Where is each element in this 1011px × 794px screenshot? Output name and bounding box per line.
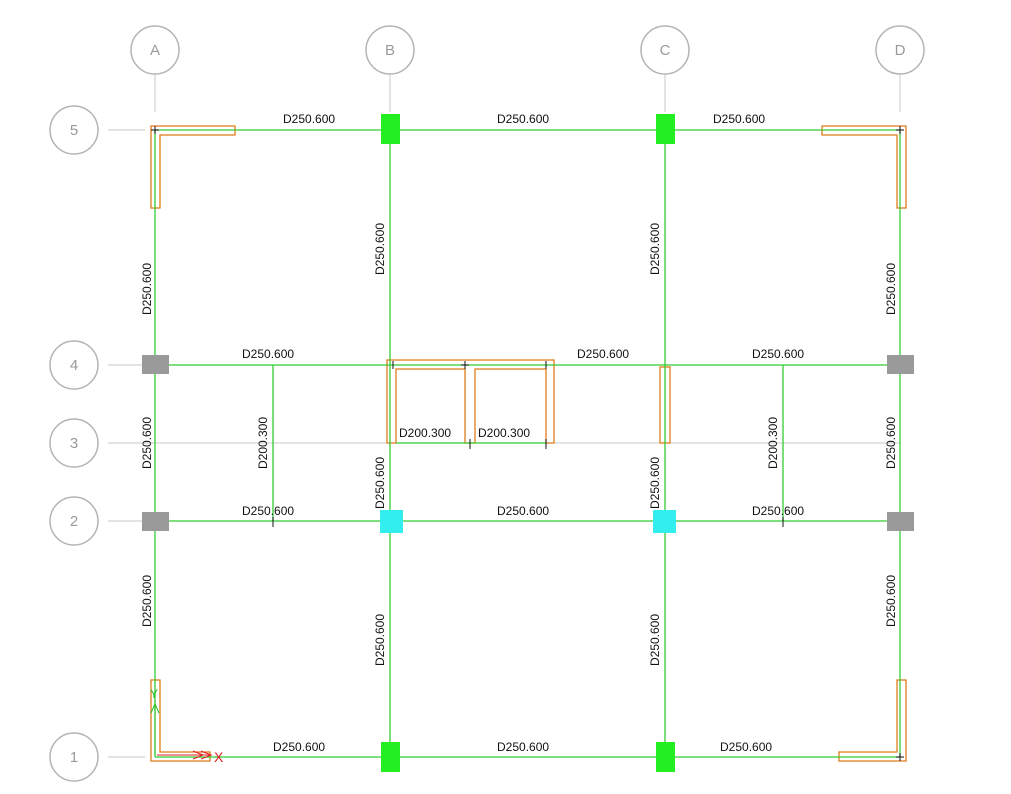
grid-bubble-2-circle [49,496,99,546]
beam-label-colD-54: D250.600 [884,263,898,315]
beam-label-colC-42: D250.600 [648,457,662,509]
columns [142,114,914,772]
column-C2[interactable] [653,510,676,533]
x-axis-label: X [214,749,224,765]
beam-label-colA-21: D250.600 [140,575,154,627]
beam-label-row2-AB: D250.600 [242,504,294,518]
beam-label-row4-AB: D250.600 [242,347,294,361]
grid-label-5: 5 [70,122,78,139]
grid-bubble-4[interactable]: 4 [49,340,99,390]
x-axis-arrow-back [192,750,205,760]
grid-label-D: D [895,42,906,59]
beam-label-colC-54: D250.600 [648,223,662,275]
column-D4[interactable] [887,355,914,374]
beam-label-colA-42: D250.600 [140,417,154,469]
beams [154,129,901,758]
beam-label-colD-21: D250.600 [884,575,898,627]
beam-label-row3-core-right: D200.300 [478,426,530,440]
grid-bubble-A[interactable]: A [130,25,180,75]
y-axis-arrow [150,702,160,714]
grid-bubble-B-circle [365,25,415,75]
beam-end-ticks [151,126,904,761]
beam-label-colA-54: D250.600 [140,263,154,315]
grid-label-A: A [150,42,160,59]
grid-bubble-3[interactable]: 3 [49,418,99,468]
wall-D5[interactable] [821,125,907,209]
column-C1[interactable] [656,742,675,772]
grid-bubble-A-circle [130,25,180,75]
wall-A5[interactable] [150,125,236,209]
beam-label-row5-BC: D250.600 [497,112,549,126]
beam-labels-horizontal: D250.600 D250.600 D250.600 D250.600 D250… [242,112,804,754]
beam-label-colC-21: D250.600 [648,614,662,666]
grid-bubble-C-circle [640,25,690,75]
grid-bubble-3-circle [49,418,99,468]
grid-bubble-1-circle [49,732,99,782]
grid-label-1: 1 [70,749,78,766]
wall-D1[interactable] [838,679,907,762]
beam-label-row5-AB: D250.600 [283,112,335,126]
x-axis-arrow [200,750,213,760]
grid-bubble-1[interactable]: 1 [49,732,99,782]
column-C5[interactable] [656,114,675,144]
column-B2[interactable] [380,510,403,533]
axes-marker: X Y [150,687,224,765]
beam-label-colD-42: D250.600 [884,417,898,469]
y-axis-label: Y [150,687,158,701]
beam-label-row1-AB: D250.600 [273,740,325,754]
beam-label-row2-BC: D250.600 [497,504,549,518]
grid-bubble-4-circle [49,340,99,390]
grid-bubble-B[interactable]: B [365,25,415,75]
beam-label-row4-CD: D250.600 [752,347,804,361]
column-A4[interactable] [142,355,169,374]
grid-label-2: 2 [70,513,78,530]
beam-label-secondary-right: D200.300 [766,417,780,469]
grid-bubble-5[interactable]: 5 [49,105,99,155]
beam-label-row2-CD: D250.600 [752,504,804,518]
beam-label-colB-42: D250.600 [373,457,387,509]
grid-label-C: C [660,42,671,59]
grid-lines [108,75,901,758]
grid-bubble-D[interactable]: D [875,25,925,75]
beam-label-row4-BC: D250.600 [577,347,629,361]
column-B1[interactable] [381,742,400,772]
grid-label-4: 4 [70,357,78,374]
beam-label-colB-21: D250.600 [373,614,387,666]
beam-label-row1-CD: D250.600 [720,740,772,754]
grid-bubble-D-circle [875,25,925,75]
wall-A1[interactable] [150,679,211,762]
beam-label-row5-CD: D250.600 [713,112,765,126]
column-B5[interactable] [381,114,400,144]
column-A2[interactable] [142,512,169,531]
grid-bubble-C[interactable]: C [640,25,690,75]
beam-label-row3-core-left: D200.300 [399,426,451,440]
grid-label-B: B [385,42,395,59]
beam-labels-vertical: D250.600 D250.600 D250.600 D250.600 D250… [140,223,898,666]
grid-label-3: 3 [70,435,78,452]
beam-label-secondary-left: D200.300 [256,417,270,469]
beam-label-row1-BC: D250.600 [497,740,549,754]
grid-bubble-2[interactable]: 2 [49,496,99,546]
grid-bubble-5-circle [49,105,99,155]
column-D2[interactable] [887,512,914,531]
beam-label-colB-54: D250.600 [373,223,387,275]
